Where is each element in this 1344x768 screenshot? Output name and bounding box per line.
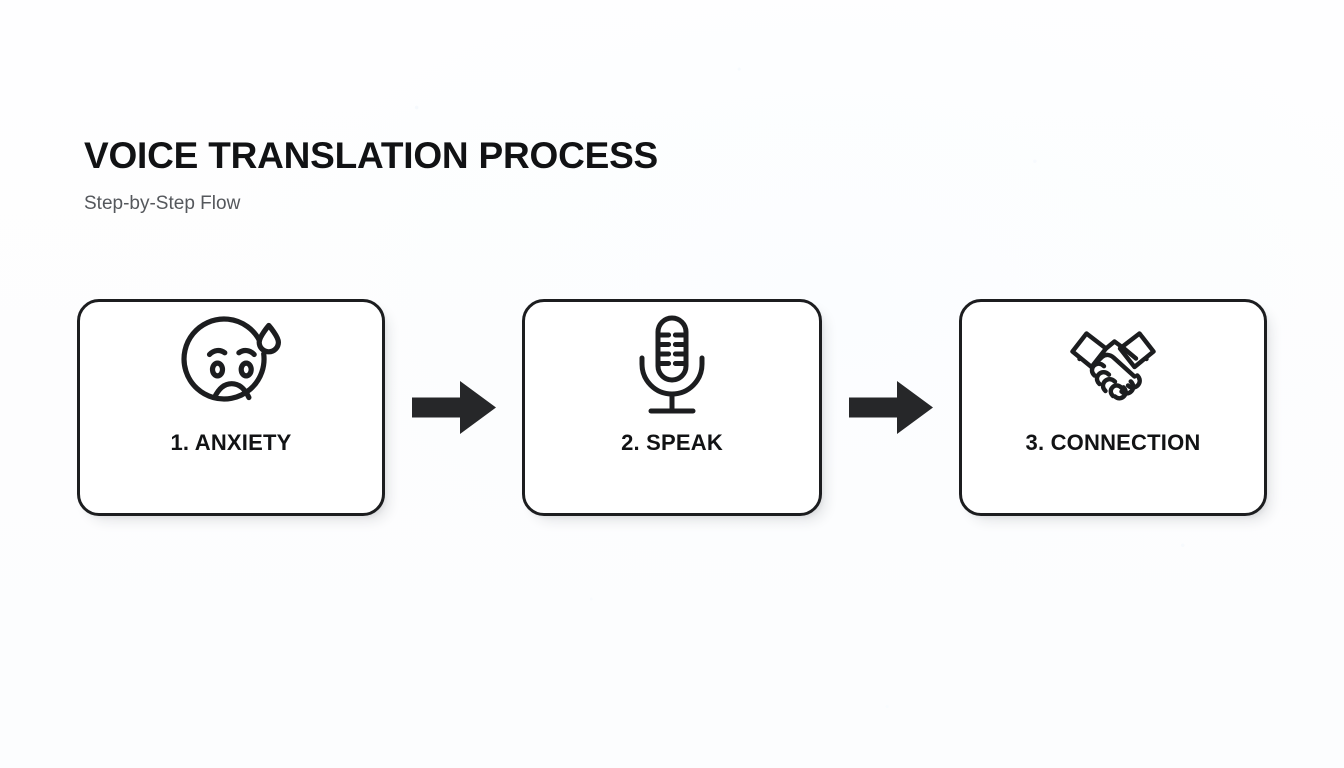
flow-connector-2 — [848, 381, 934, 435]
header: VOICE TRANSLATION PROCESS Step-by-Step F… — [84, 134, 658, 216]
arrow-right-icon — [848, 381, 933, 434]
flow-card-label: 2. SPEAK — [621, 430, 723, 455]
worried-sweating-face-icon — [181, 316, 281, 402]
flow-card-speak[interactable]: 2. SPEAK — [522, 299, 822, 516]
handshake-icon — [1070, 331, 1156, 401]
page-subtitle: Step-by-Step Flow — [84, 193, 241, 214]
flow-card-label: 1. ANXIETY — [170, 430, 292, 455]
flow-card-anxiety[interactable]: 1. ANXIETY — [77, 299, 385, 516]
flow-connector-1 — [411, 381, 497, 435]
arrow-right-icon — [411, 381, 496, 434]
card-icon-slot — [80, 302, 382, 430]
flow-card-label: 3. CONNECTION — [1025, 430, 1201, 455]
process-flow: 1. ANXIETY — [77, 299, 1267, 516]
flow-card-connection[interactable]: 3. CONNECTION — [959, 299, 1267, 516]
page-title: VOICE TRANSLATION PROCESS — [84, 135, 659, 176]
microphone-icon — [639, 315, 705, 414]
card-icon-slot — [962, 302, 1264, 430]
card-icon-slot — [525, 302, 819, 430]
